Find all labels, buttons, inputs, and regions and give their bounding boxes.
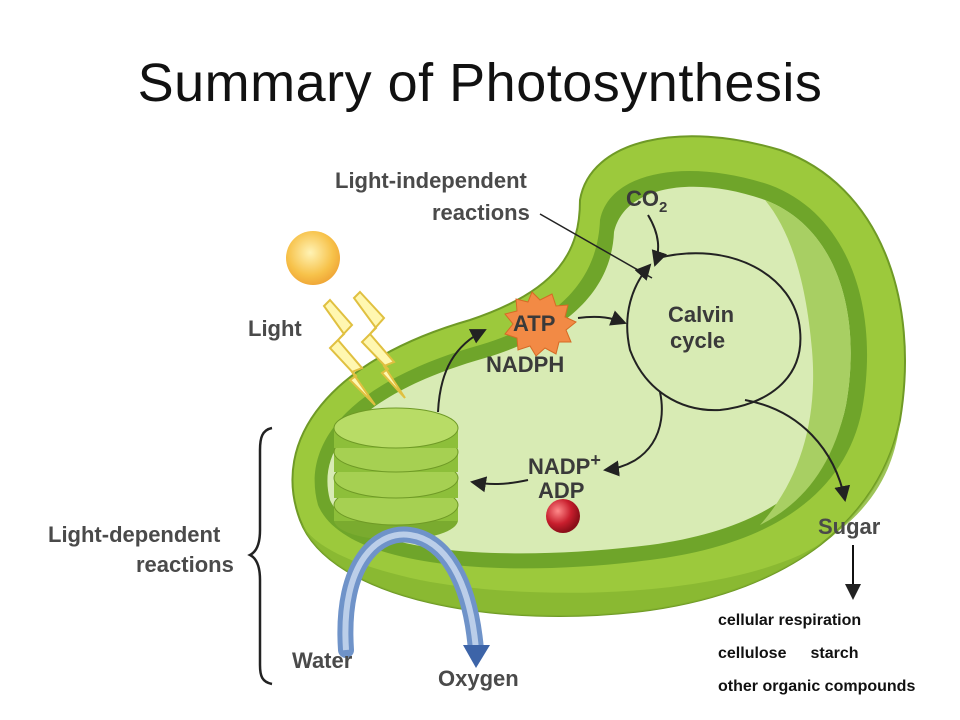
sugar-label: Sugar bbox=[818, 514, 881, 539]
water-label: Water bbox=[292, 648, 353, 673]
light-independent-label-2: reactions bbox=[432, 200, 530, 225]
adp-molecule-icon bbox=[546, 499, 580, 533]
page-title: Summary of Photosynthesis bbox=[137, 53, 823, 113]
nadp-label: NADP+ bbox=[528, 450, 601, 479]
light-dependent-brace bbox=[247, 426, 273, 686]
sugar-products-list: cellular respiration cellulose starch oth… bbox=[718, 612, 958, 711]
atp-to-calvin-arrow bbox=[577, 310, 627, 326]
co2-arrow bbox=[647, 214, 668, 267]
atp-label: ATP bbox=[513, 311, 555, 336]
calvin-cycle-arrow bbox=[626, 252, 802, 412]
light-rays-icon bbox=[322, 290, 406, 406]
product-cellular-respiration: cellular respiration bbox=[718, 612, 862, 629]
light-independent-label: Light-independent bbox=[335, 168, 528, 193]
sun-icon bbox=[286, 231, 340, 285]
light-label: Light bbox=[248, 316, 302, 341]
co2-label: CO2 bbox=[626, 186, 667, 216]
product-other-organic: other organic compounds bbox=[718, 678, 916, 695]
calvin-to-sugar-arrow bbox=[744, 399, 851, 502]
adp-label: ADP bbox=[538, 478, 584, 503]
light-independent-pointer bbox=[539, 213, 653, 279]
product-cellulose: cellulose bbox=[718, 645, 787, 662]
product-starch: starch bbox=[810, 645, 859, 662]
calvin-to-nadp-arrow bbox=[603, 391, 663, 477]
calvin-cycle-label: Calvin bbox=[668, 302, 734, 327]
product-row-carbohydrates: cellulose starch bbox=[718, 645, 958, 678]
light-dependent-label: Light-dependent bbox=[48, 522, 221, 547]
thylakoid-to-atp-arrow bbox=[437, 329, 487, 413]
calvin-cycle-label-2: cycle bbox=[670, 328, 725, 353]
adp-to-thylakoid-arrow bbox=[470, 476, 529, 493]
nadph-label: NADPH bbox=[486, 352, 564, 377]
atp-burst-icon bbox=[504, 291, 577, 357]
thylakoid-stack bbox=[333, 407, 459, 540]
light-dependent-label-2: reactions bbox=[136, 552, 234, 577]
oxygen-label: Oxygen bbox=[438, 666, 519, 691]
